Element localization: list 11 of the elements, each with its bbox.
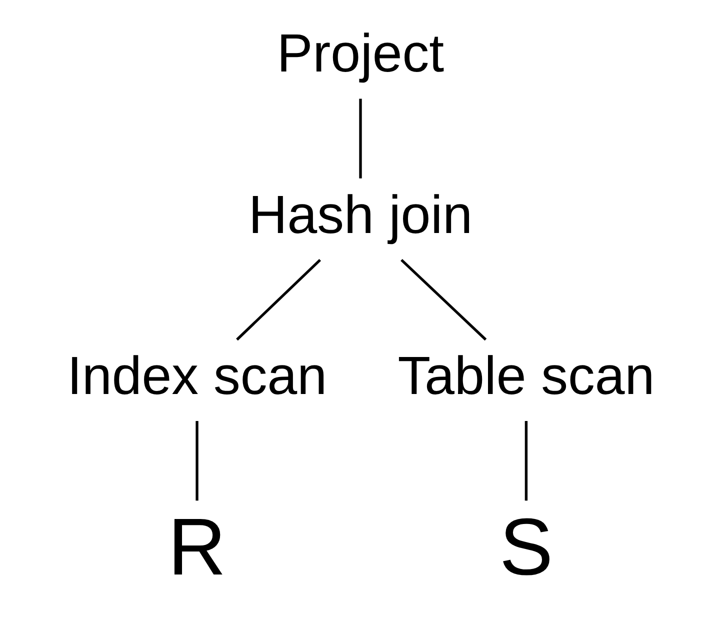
connector bbox=[400, 258, 487, 341]
node-text: R bbox=[168, 502, 226, 593]
connector bbox=[524, 421, 528, 501]
node-text: Table scan bbox=[398, 346, 655, 406]
node-text: S bbox=[499, 502, 554, 593]
node-text: Hash join bbox=[248, 184, 473, 245]
node-text: Index scan bbox=[67, 346, 327, 406]
connector bbox=[236, 258, 322, 341]
connector bbox=[359, 98, 362, 178]
node-text: Project bbox=[276, 24, 444, 84]
connector bbox=[196, 421, 198, 501]
